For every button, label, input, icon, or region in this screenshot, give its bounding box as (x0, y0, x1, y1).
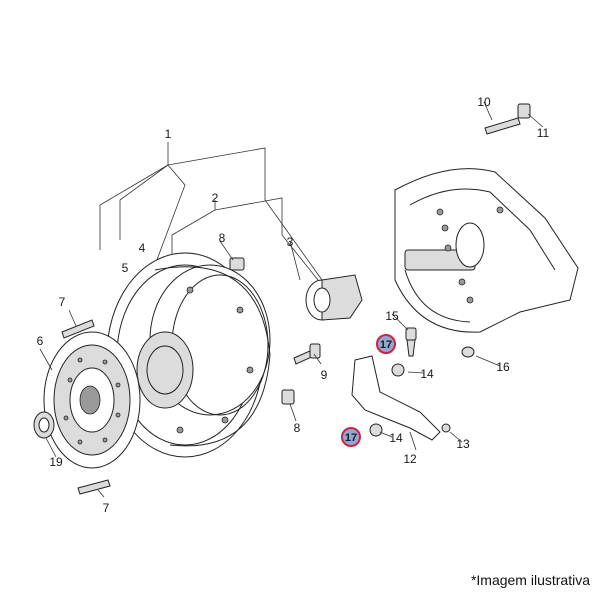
bolt-15 (405, 327, 417, 357)
highlight-marker-17-lower: 17 (341, 427, 361, 447)
callout-8-lower: 8 (294, 421, 301, 435)
leader-lines (39, 101, 544, 498)
bolt-9 (293, 343, 321, 365)
callout-19: 19 (49, 455, 63, 469)
bell-housing (394, 168, 579, 358)
highlight-marker-17-upper: 17 (376, 334, 396, 354)
callout-15: 15 (385, 309, 399, 323)
callout-17-lower: 17 (345, 432, 357, 444)
callout-5: 5 (122, 261, 129, 275)
group-bracket-1 (99, 142, 323, 281)
callout-13: 13 (456, 437, 470, 451)
nut-lower (281, 389, 295, 405)
bolt-13 (441, 423, 451, 433)
group-bracket-2 (171, 197, 319, 281)
callout-11: 11 (537, 126, 550, 140)
nut-11 (517, 103, 531, 119)
callout-17-upper: 17 (380, 339, 392, 351)
callout-3: 3 (287, 235, 294, 249)
callout-7-upper: 7 (59, 295, 66, 309)
callout-6: 6 (37, 334, 44, 348)
clutch-disc (43, 331, 141, 469)
stud-10 (484, 117, 521, 135)
release-bearing (305, 274, 363, 321)
callout-14-lower: 14 (389, 431, 403, 445)
release-fork (351, 355, 441, 441)
callout-12: 12 (403, 452, 417, 466)
nut-upper (229, 257, 245, 271)
callout-7-lower: 7 (103, 501, 110, 515)
callout-14-upper: 14 (420, 367, 434, 381)
stud-lower (77, 479, 111, 495)
stud-upper (61, 319, 95, 339)
pilot-bearing (33, 411, 55, 439)
callout-10: 10 (477, 95, 491, 109)
clutch-cover (106, 252, 271, 458)
callout-9: 9 (321, 368, 328, 382)
illustrative-caption: *Imagem ilustrativa (470, 572, 590, 588)
callout-4: 4 (139, 241, 146, 255)
callout-1: 1 (165, 127, 172, 141)
callout-16: 16 (496, 360, 510, 374)
callout-8-upper: 8 (219, 231, 226, 245)
callout-2: 2 (212, 191, 219, 205)
